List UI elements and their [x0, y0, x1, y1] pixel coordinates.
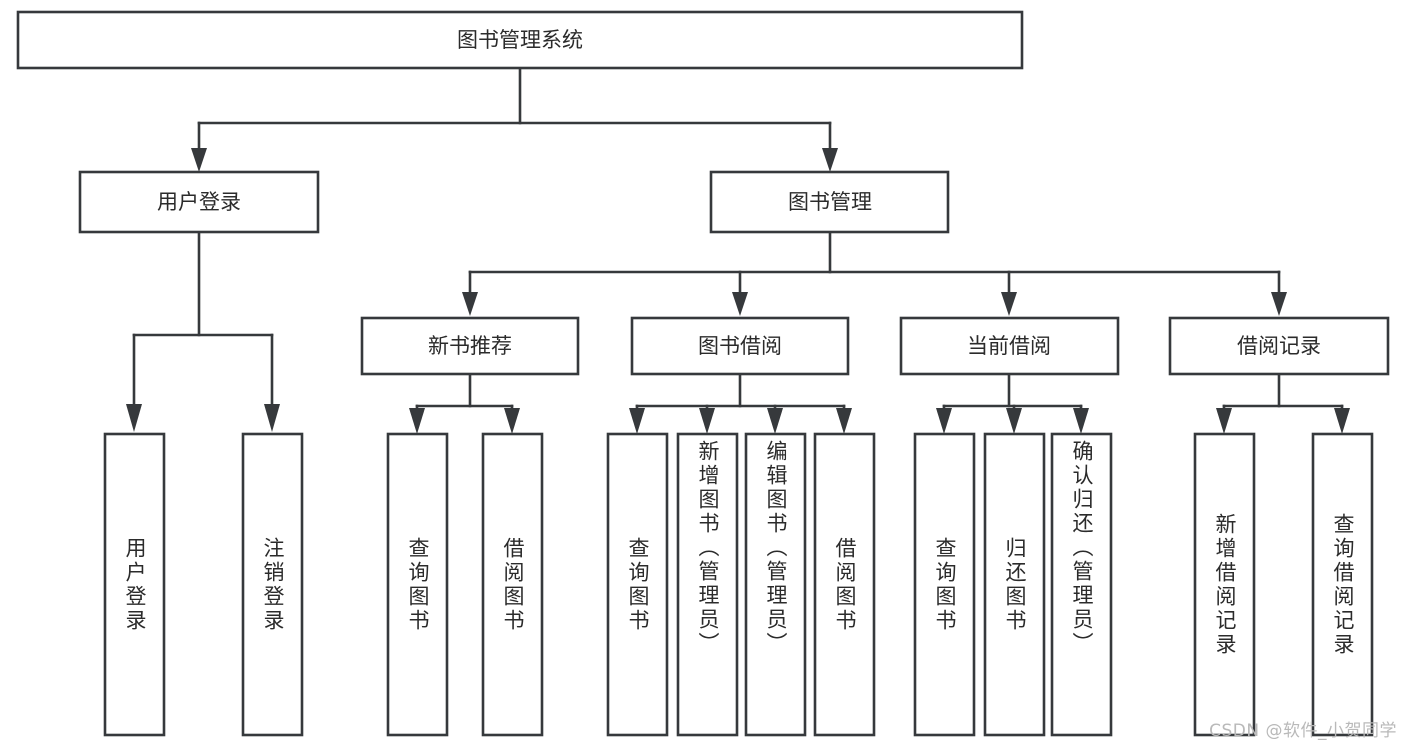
arrow-head-leaf-borrow-book-2: [836, 408, 852, 434]
node-box-leaf-query-book-2[interactable]: [606, 432, 669, 737]
node-box-borrow-record[interactable]: [1168, 316, 1390, 376]
arrow-head-leaf-edit-book: [767, 408, 783, 434]
arrow-head-leaf-query-record: [1334, 408, 1350, 434]
node-box-leaf-query-record[interactable]: [1311, 432, 1374, 737]
connector-group-root: [191, 66, 838, 172]
node-box-leaf-user-login[interactable]: [103, 432, 166, 737]
node-label-current-borrow: 当前借阅: [967, 334, 1051, 358]
connector-group-book-borrow: [629, 372, 852, 434]
node-box-book-management[interactable]: [709, 170, 950, 234]
arrow-head-book-management: [822, 148, 838, 172]
node-box-book-borrow[interactable]: [630, 316, 850, 376]
arrow-head-leaf-add-record: [1216, 408, 1232, 434]
node-box-current-borrow[interactable]: [899, 316, 1120, 376]
node-box-leaf-edit-book[interactable]: [744, 432, 807, 737]
node-label-book-borrow: 图书借阅: [698, 334, 782, 358]
arrow-head-new-book-recommend: [462, 292, 478, 316]
node-label-user-login: 用户登录: [157, 190, 241, 214]
node-box-leaf-logout-login[interactable]: [241, 432, 304, 737]
node-box-leaf-query-book-1[interactable]: [386, 432, 449, 737]
node-box-leaf-confirm-return[interactable]: [1050, 432, 1113, 737]
node-label-borrow-record: 借阅记录: [1237, 334, 1321, 358]
node-label-root: 图书管理系统: [457, 28, 583, 52]
arrow-head-borrow-record: [1271, 292, 1287, 316]
arrow-head-leaf-confirm-return: [1073, 408, 1089, 434]
node-label-new-book-recommend: 新书推荐: [428, 334, 512, 358]
connector-group-user-login: [126, 230, 280, 432]
node-box-leaf-add-record[interactable]: [1193, 432, 1256, 737]
node-box-user-login[interactable]: [78, 170, 320, 234]
node-box-leaf-add-book[interactable]: [676, 432, 739, 737]
node-box-leaf-query-book-3[interactable]: [913, 432, 976, 737]
arrow-head-leaf-query-book-3: [936, 408, 952, 434]
arrow-head-current-borrow: [1001, 292, 1017, 316]
arrow-head-user-login: [191, 148, 207, 172]
arrow-head-leaf-user-login: [126, 404, 142, 432]
connector-group-new-book-recommend: [409, 372, 520, 434]
arrow-head-leaf-query-book-1: [409, 408, 425, 434]
node-box-leaf-return-book[interactable]: [983, 432, 1046, 737]
arrow-head-leaf-add-book: [699, 408, 715, 434]
arrow-head-leaf-borrow-book-1: [504, 408, 520, 434]
connector-group-borrow-record: [1216, 372, 1350, 434]
arrow-head-leaf-logout-login: [264, 404, 280, 432]
node-box-root[interactable]: [16, 10, 1024, 70]
node-box-new-book-recommend[interactable]: [360, 316, 580, 376]
csdn-watermark: CSDN @软件_小贺同学: [1209, 721, 1397, 741]
node-label-book-management: 图书管理: [788, 190, 872, 214]
arrow-head-book-borrow: [732, 292, 748, 316]
connector-group-current-borrow: [936, 372, 1089, 434]
connector-group-book-management: [462, 230, 1287, 316]
arrow-head-leaf-return-book: [1006, 408, 1022, 434]
node-box-leaf-borrow-book-1[interactable]: [481, 432, 544, 737]
node-box-leaf-borrow-book-2[interactable]: [813, 432, 876, 737]
arrow-head-leaf-query-book-2: [629, 408, 645, 434]
